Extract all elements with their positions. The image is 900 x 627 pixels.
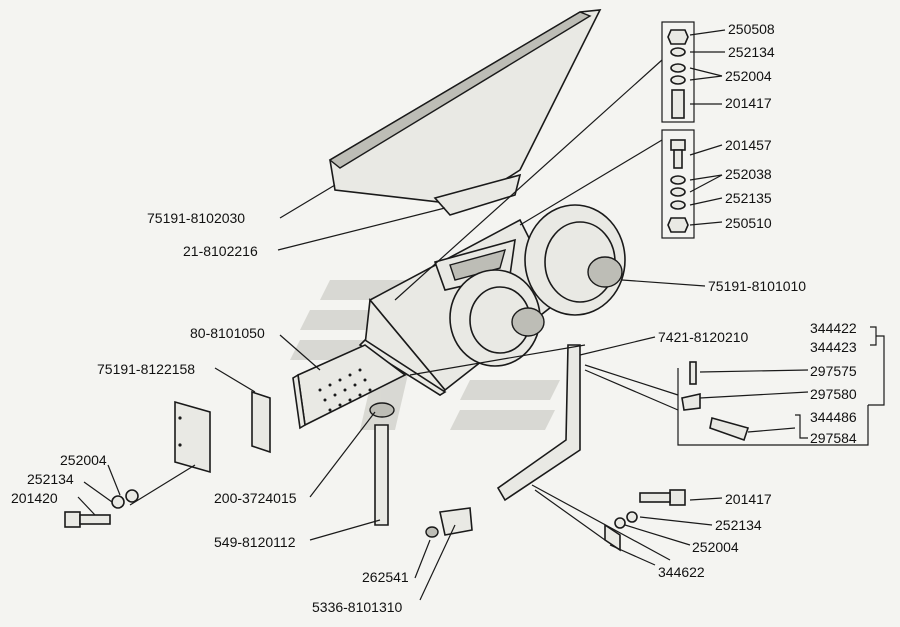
- label-7421-8120210: 7421-8120210: [658, 329, 749, 345]
- mounting-plate: [174, 400, 211, 474]
- drain-tube: [374, 424, 389, 526]
- label-252004-left: 252004: [60, 452, 107, 468]
- valve: [425, 507, 473, 538]
- label-75191-8101010: 75191-8101010: [708, 278, 806, 294]
- label-201417-top: 201417: [725, 95, 772, 111]
- label-297575: 297575: [810, 363, 857, 379]
- label-252134-left: 252134: [27, 471, 74, 487]
- label-200-3724015: 200-3724015: [214, 490, 297, 506]
- fastener-stack-mid: [667, 139, 689, 233]
- grille-panel: [292, 344, 407, 430]
- label-297584: 297584: [810, 430, 857, 446]
- label-250508: 250508: [728, 21, 775, 37]
- heater-cover: [328, 9, 602, 216]
- fastener-box-mid: [661, 129, 695, 239]
- seal-strip: [251, 390, 271, 454]
- label-21-8102216: 21-8102216: [183, 243, 258, 259]
- leader-lines: [77, 29, 885, 601]
- label-252134-bottom: 252134: [715, 517, 762, 533]
- hose: [496, 344, 581, 502]
- label-344622: 344622: [658, 564, 705, 580]
- label-344423: 344423: [810, 339, 857, 355]
- label-75191-8122158: 75191-8122158: [97, 361, 195, 377]
- label-252004-top: 252004: [725, 68, 772, 84]
- heater-fans: [449, 204, 626, 367]
- label-344422: 344422: [810, 320, 857, 336]
- clip-box: [677, 368, 869, 446]
- bolt-201420-set: [64, 489, 139, 528]
- label-80-8101050: 80-8101050: [190, 325, 265, 341]
- label-250510: 250510: [725, 215, 772, 231]
- label-252134-top: 252134: [728, 44, 775, 60]
- label-201420: 201420: [11, 490, 58, 506]
- label-201417-bottom: 201417: [725, 491, 772, 507]
- bolt-201417-set: [604, 489, 686, 552]
- label-252038: 252038: [725, 166, 772, 182]
- label-549-8120112: 549-8120112: [214, 534, 296, 550]
- part-labels: 250508 252134 252004 201417 201457 25203…: [11, 21, 857, 615]
- clip-parts: [681, 361, 750, 442]
- label-201457: 201457: [725, 137, 772, 153]
- label-344486: 344486: [810, 409, 857, 425]
- label-5336-8101310: 5336-8101310: [312, 599, 403, 615]
- label-262541: 262541: [362, 569, 409, 585]
- label-75191-8102030: 75191-8102030: [147, 210, 245, 226]
- grommet: [369, 402, 395, 418]
- fastener-stack-top: [667, 29, 689, 119]
- fastener-box-top: [661, 21, 695, 123]
- label-252004-bottom: 252004: [692, 539, 739, 555]
- label-297580: 297580: [810, 386, 857, 402]
- label-252135: 252135: [725, 190, 772, 206]
